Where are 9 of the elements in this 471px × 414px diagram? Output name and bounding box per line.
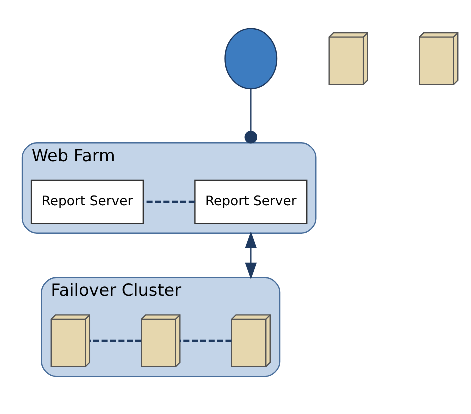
node-box: Report Server (194, 179, 308, 224)
node-person (224, 28, 278, 90)
connector (180, 339, 232, 342)
connector (144, 200, 195, 203)
arrow (245, 231, 258, 280)
connector (244, 88, 258, 144)
node-box: Report Server (30, 179, 144, 224)
cluster: Failover Cluster (41, 276, 281, 377)
connector (90, 339, 142, 342)
